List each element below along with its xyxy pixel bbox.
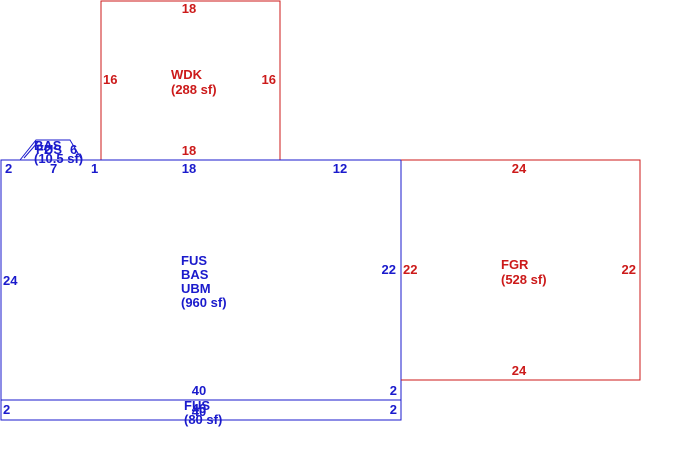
fgr-dim-left: 22	[403, 262, 417, 277]
main-area: 18 12 24 22 2 40 FUS BAS UBM (960 sf)	[0, 159, 402, 401]
main-dim-right: 22	[382, 262, 396, 277]
main-code-2: BAS	[181, 267, 209, 282]
wdk-area-label: (288 sf)	[171, 82, 217, 97]
strip-dim-left: 2	[3, 402, 10, 417]
strip-code: FUS	[184, 398, 210, 413]
wdk-dim-top: 18	[182, 1, 196, 16]
fgr-code: FGR	[501, 257, 529, 272]
strip-dim-right: 2	[390, 402, 397, 417]
bay-code-a: BAS	[34, 138, 62, 153]
wdk-dim-bottom: 18	[182, 143, 196, 158]
bay-dim-a: 6	[70, 142, 77, 157]
strip-area: 2 2 40 40 FUS (80 sf)	[0, 398, 402, 427]
bay-dim-right: 1	[91, 161, 98, 176]
main-dim-bottom: 40	[192, 383, 206, 398]
bay-inner-line	[23, 141, 39, 159]
main-area-label: (960 sf)	[181, 295, 227, 310]
wdk-area: 18 18 16 16 WDK (288 sf)	[100, 0, 281, 161]
main-code-1: FUS	[181, 253, 207, 268]
fgr-outline	[401, 159, 641, 381]
bay-area-label: (10.5 sf)	[34, 151, 83, 166]
wdk-dim-right: 16	[262, 72, 276, 87]
strip-dim-top: 40	[192, 401, 206, 416]
bay-code-b: FUS	[36, 142, 62, 157]
fgr-dim-bottom: 24	[512, 363, 527, 378]
fgr-dim-right: 22	[622, 262, 636, 277]
main-dim-left: 24	[3, 273, 18, 288]
main-dim-right-bottom: 2	[390, 383, 397, 398]
bay-dim-b: 2	[44, 142, 51, 157]
strip-outline	[0, 399, 402, 421]
strip-dim-bottom: 40	[192, 404, 206, 419]
fgr-dim-top: 24	[512, 161, 527, 176]
main-dim-top-right: 12	[333, 161, 347, 176]
fgr-area-label: (528 sf)	[501, 272, 547, 287]
bay-dim-base: 7	[50, 161, 57, 176]
main-dim-top: 18	[182, 161, 196, 176]
wdk-code: WDK	[171, 67, 203, 82]
bay-dim-left: 2	[5, 161, 12, 176]
wdk-dim-left: 16	[103, 72, 117, 87]
strip-area-label: (80 sf)	[184, 412, 222, 427]
bay-area: BAS FUS 6 2 (10.5 sf) 2 7 1	[5, 138, 98, 176]
main-code-3: UBM	[181, 281, 211, 296]
bay-outline	[19, 139, 83, 161]
fgr-area: 24 24 22 22 FGR (528 sf)	[401, 159, 641, 381]
